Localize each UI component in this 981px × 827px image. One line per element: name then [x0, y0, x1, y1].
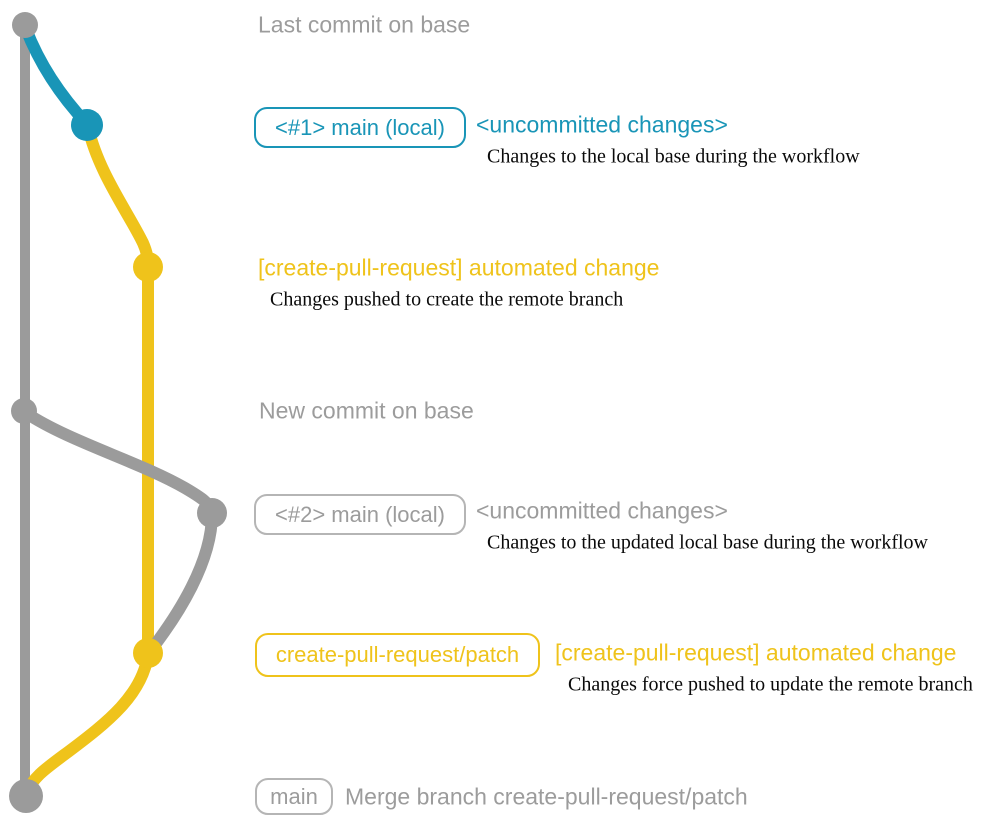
title-automated-change-1: [create-pull-request] automated change — [258, 254, 660, 281]
title-automated-change-2: [create-pull-request] automated change — [555, 639, 957, 666]
heading-last-commit-on-base: Last commit on base — [258, 11, 471, 38]
commit-dot-last-base — [12, 12, 38, 38]
branch-badge-main-merge-label: main — [270, 783, 318, 809]
branch-badge-main-local-2: <#2> main (local) — [254, 494, 466, 535]
commit-dot-uncommitted-2 — [197, 498, 227, 528]
description-automated-change-2: Changes force pushed to update the remot… — [568, 673, 973, 696]
commit-dot-uncommitted-1 — [71, 109, 103, 141]
local-main-branch-curve-1 — [20, 23, 93, 130]
branch-badge-create-pull-request-patch: create-pull-request/patch — [255, 633, 540, 677]
title-uncommitted-changes-2: <uncommitted changes> — [476, 497, 728, 524]
commit-dot-automated-1 — [133, 252, 163, 282]
description-automated-change-1: Changes pushed to create the remote bran… — [270, 288, 624, 311]
commit-dot-merge — [9, 779, 43, 813]
commit-dot-new-base — [11, 398, 37, 424]
branch-badge-main-merge: main — [255, 778, 333, 815]
git-graph — [9, 12, 227, 813]
local-main-branch-curve-2 — [20, 407, 218, 517]
heading-new-commit-on-base: New commit on base — [259, 397, 474, 424]
commit-dot-automated-2 — [133, 638, 163, 668]
rebase-curve — [145, 508, 218, 656]
title-uncommitted-changes-1: <uncommitted changes> — [476, 111, 728, 138]
branch-badge-main-local-2-label: <#2> main (local) — [275, 501, 445, 527]
patch-branch-curve-top — [82, 121, 154, 659]
branch-badge-create-pull-request-patch-label: create-pull-request/patch — [275, 642, 520, 667]
merge-curve — [21, 649, 154, 799]
title-merge-branch: Merge branch create-pull-request/patch — [345, 783, 748, 810]
branch-badge-main-local-1-label: <#1> main (local) — [275, 114, 445, 140]
description-uncommitted-changes-1: Changes to the local base during the wor… — [487, 145, 860, 168]
description-uncommitted-changes-2: Changes to the updated local base during… — [487, 531, 928, 554]
branch-badge-main-local-1: <#1> main (local) — [254, 107, 466, 148]
